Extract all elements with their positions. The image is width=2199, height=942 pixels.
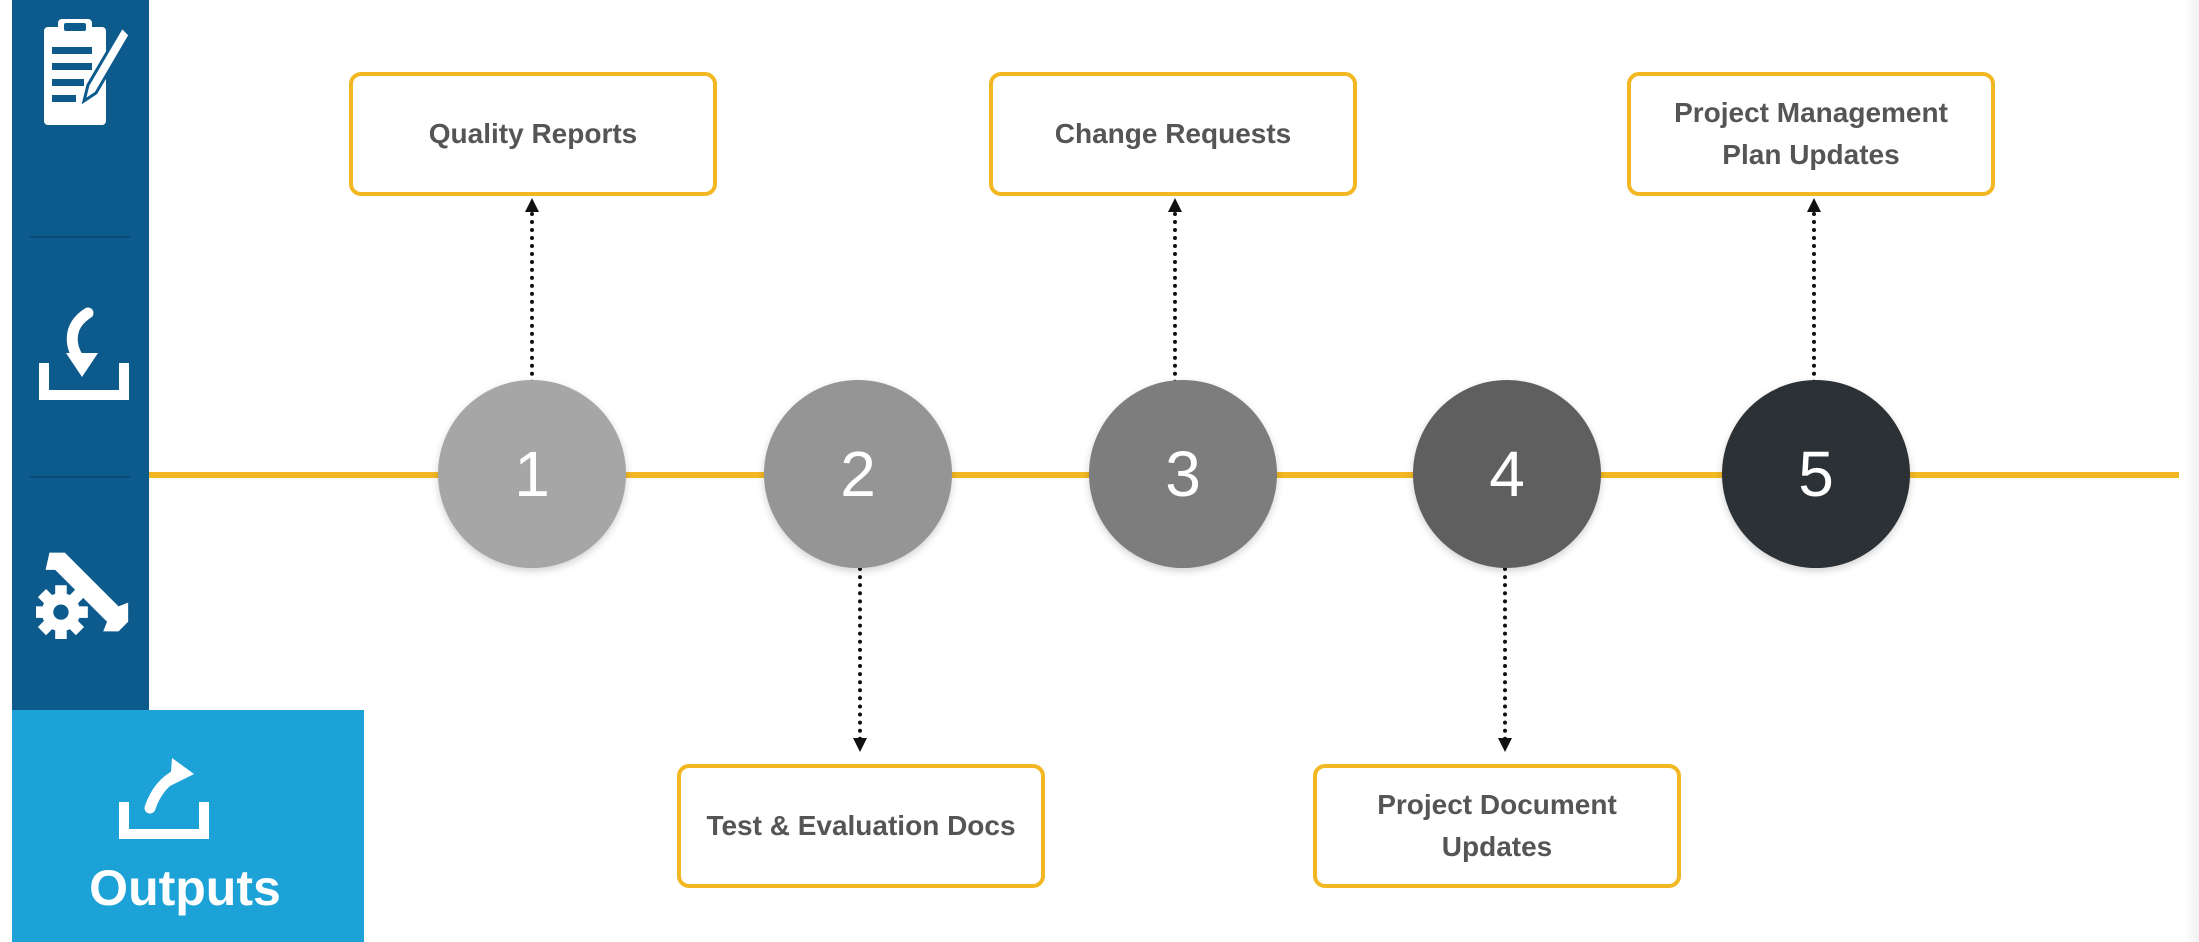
arrow-up-icon: [1168, 198, 1182, 212]
arrow-up-icon: [1807, 198, 1821, 212]
output-card-test-evaluation-docs: Test & Evaluation Docs: [677, 764, 1045, 888]
clipboard-pencil-icon[interactable]: [36, 18, 132, 128]
stage-circle-5: 5: [1722, 380, 1910, 568]
connector-5: [1812, 212, 1816, 384]
connector-1: [530, 212, 534, 384]
connector-4: [1503, 567, 1507, 741]
arrow-down-icon: [853, 738, 867, 752]
stage-circle-1: 1: [438, 380, 626, 568]
process-sidebar: [12, 0, 149, 710]
arrow-down-icon: [1498, 738, 1512, 752]
upload-tray-icon: [116, 748, 212, 844]
output-card-change-requests: Change Requests: [989, 72, 1357, 196]
connector-3: [1173, 212, 1177, 384]
output-card-project-document-updates: Project Document Updates: [1313, 764, 1681, 888]
arrow-up-icon: [525, 198, 539, 212]
output-card-quality-reports: Quality Reports: [349, 72, 717, 196]
output-card-label: Test & Evaluation Docs: [706, 810, 1016, 841]
wrench-gear-icon[interactable]: [36, 536, 132, 646]
outputs-label: Outputs: [89, 860, 281, 916]
page-edge: [2185, 0, 2199, 942]
stage-circle-3: 3: [1089, 380, 1277, 568]
stage-circle-2: 2: [764, 380, 952, 568]
output-card-label: Project Management Plan Updates: [1674, 97, 1948, 170]
outputs-tab[interactable]: [12, 710, 364, 942]
download-tray-icon[interactable]: [36, 300, 132, 410]
connector-2: [858, 567, 862, 741]
stage-circle-4: 4: [1413, 380, 1601, 568]
output-card-project-management-plan-updates: Project Management Plan Updates: [1627, 72, 1995, 196]
output-card-label: Change Requests: [1054, 118, 1292, 149]
output-card-label: Quality Reports: [428, 118, 638, 149]
output-card-label: Project Document Updates: [1377, 789, 1617, 862]
